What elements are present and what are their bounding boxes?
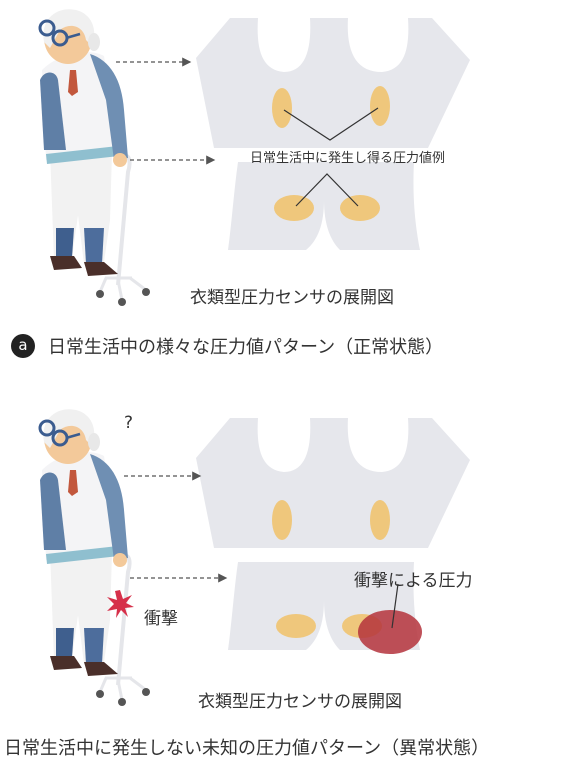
pressure-sensor-left-chest: [272, 88, 292, 128]
impact-pressure-area: [358, 610, 422, 654]
impact-label: 衝撃: [144, 609, 178, 629]
garment-caption-b: 衣類型圧力センサの展開図: [198, 692, 402, 712]
annotation-leader-upper: [283, 107, 379, 141]
impact-annotation-leader: [391, 583, 399, 629]
impact-burst-icon: [107, 590, 134, 618]
panel-a-badge: a: [11, 334, 35, 358]
pressure-sensor-right-chest: [370, 86, 390, 126]
question-mark: ?: [124, 413, 134, 433]
pressure-example-annotation: 日常生活中に発生し得る圧力値例: [250, 151, 446, 166]
panel-a: [38, 7, 470, 308]
panel-b: [38, 407, 470, 708]
panel-a-title: 日常生活中の様々な圧力値パターン（正常状態）: [48, 337, 444, 358]
garment-caption-a: 衣類型圧力センサの展開図: [190, 288, 394, 308]
pressure-sensor-right-chest: [370, 500, 390, 540]
pressure-sensor-left-chest: [272, 500, 292, 540]
annotation-leader-lower: [295, 173, 359, 207]
upper-garment-panel: [196, 18, 470, 148]
upper-garment-panel: [196, 418, 470, 548]
pressure-sensor-left-thigh: [274, 195, 314, 221]
elderly-person-icon: [38, 7, 152, 308]
pressure-sensor-right-thigh: [340, 195, 380, 221]
elderly-person-icon: [38, 407, 152, 708]
pressure-sensor-left-thigh: [276, 614, 316, 638]
panel-b-title: 日常生活中に発生しない未知の圧力値パターン（異常状態）: [4, 738, 490, 759]
impact-pressure-annotation: 衝撃による圧力: [354, 571, 473, 591]
lower-garment-panel: [228, 162, 420, 250]
